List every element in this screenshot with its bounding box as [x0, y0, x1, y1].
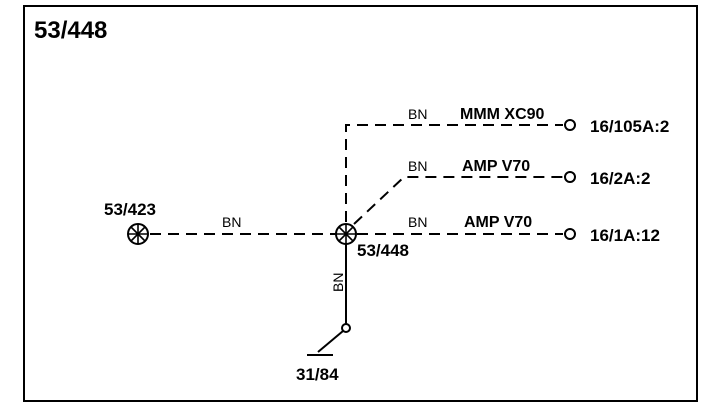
branch-top-connector: 16/105A:2: [590, 117, 669, 136]
connector-terminal-icon: [564, 119, 576, 131]
wire-branch-middle-color-label: BN: [408, 158, 427, 174]
connector-terminal-icon: [564, 228, 576, 240]
diagram-frame: [23, 5, 698, 402]
splice-53-448-icon: [335, 223, 357, 245]
ground-terminal-icon: [307, 323, 351, 356]
splice-left-label: 53/423: [104, 200, 156, 219]
wire-branch-middle: [353, 176, 563, 225]
branch-bottom-variant: AMP V70: [464, 214, 532, 231]
wire-branch-top: [345, 124, 563, 222]
branch-bottom-connector: 16/1A:12: [590, 226, 660, 245]
splice-center-label: 53/448: [357, 241, 409, 260]
branch-top-variant: MMM XC90: [460, 106, 545, 123]
branch-middle-variant: AMP V70: [462, 158, 530, 175]
wire-branch-top-color-label: BN: [408, 106, 427, 122]
branch-middle-connector: 16/2A:2: [590, 169, 650, 188]
connector-terminal-icon: [564, 171, 576, 183]
wire-branch-bottom-color-label: BN: [408, 214, 427, 230]
splice-53-423-icon: [127, 223, 149, 245]
wire-left-color-label: BN: [222, 214, 241, 230]
ground-label: 31/84: [296, 365, 339, 384]
diagram-title: 53/448: [34, 17, 107, 44]
wire-vertical-color-label: BN: [330, 273, 346, 292]
